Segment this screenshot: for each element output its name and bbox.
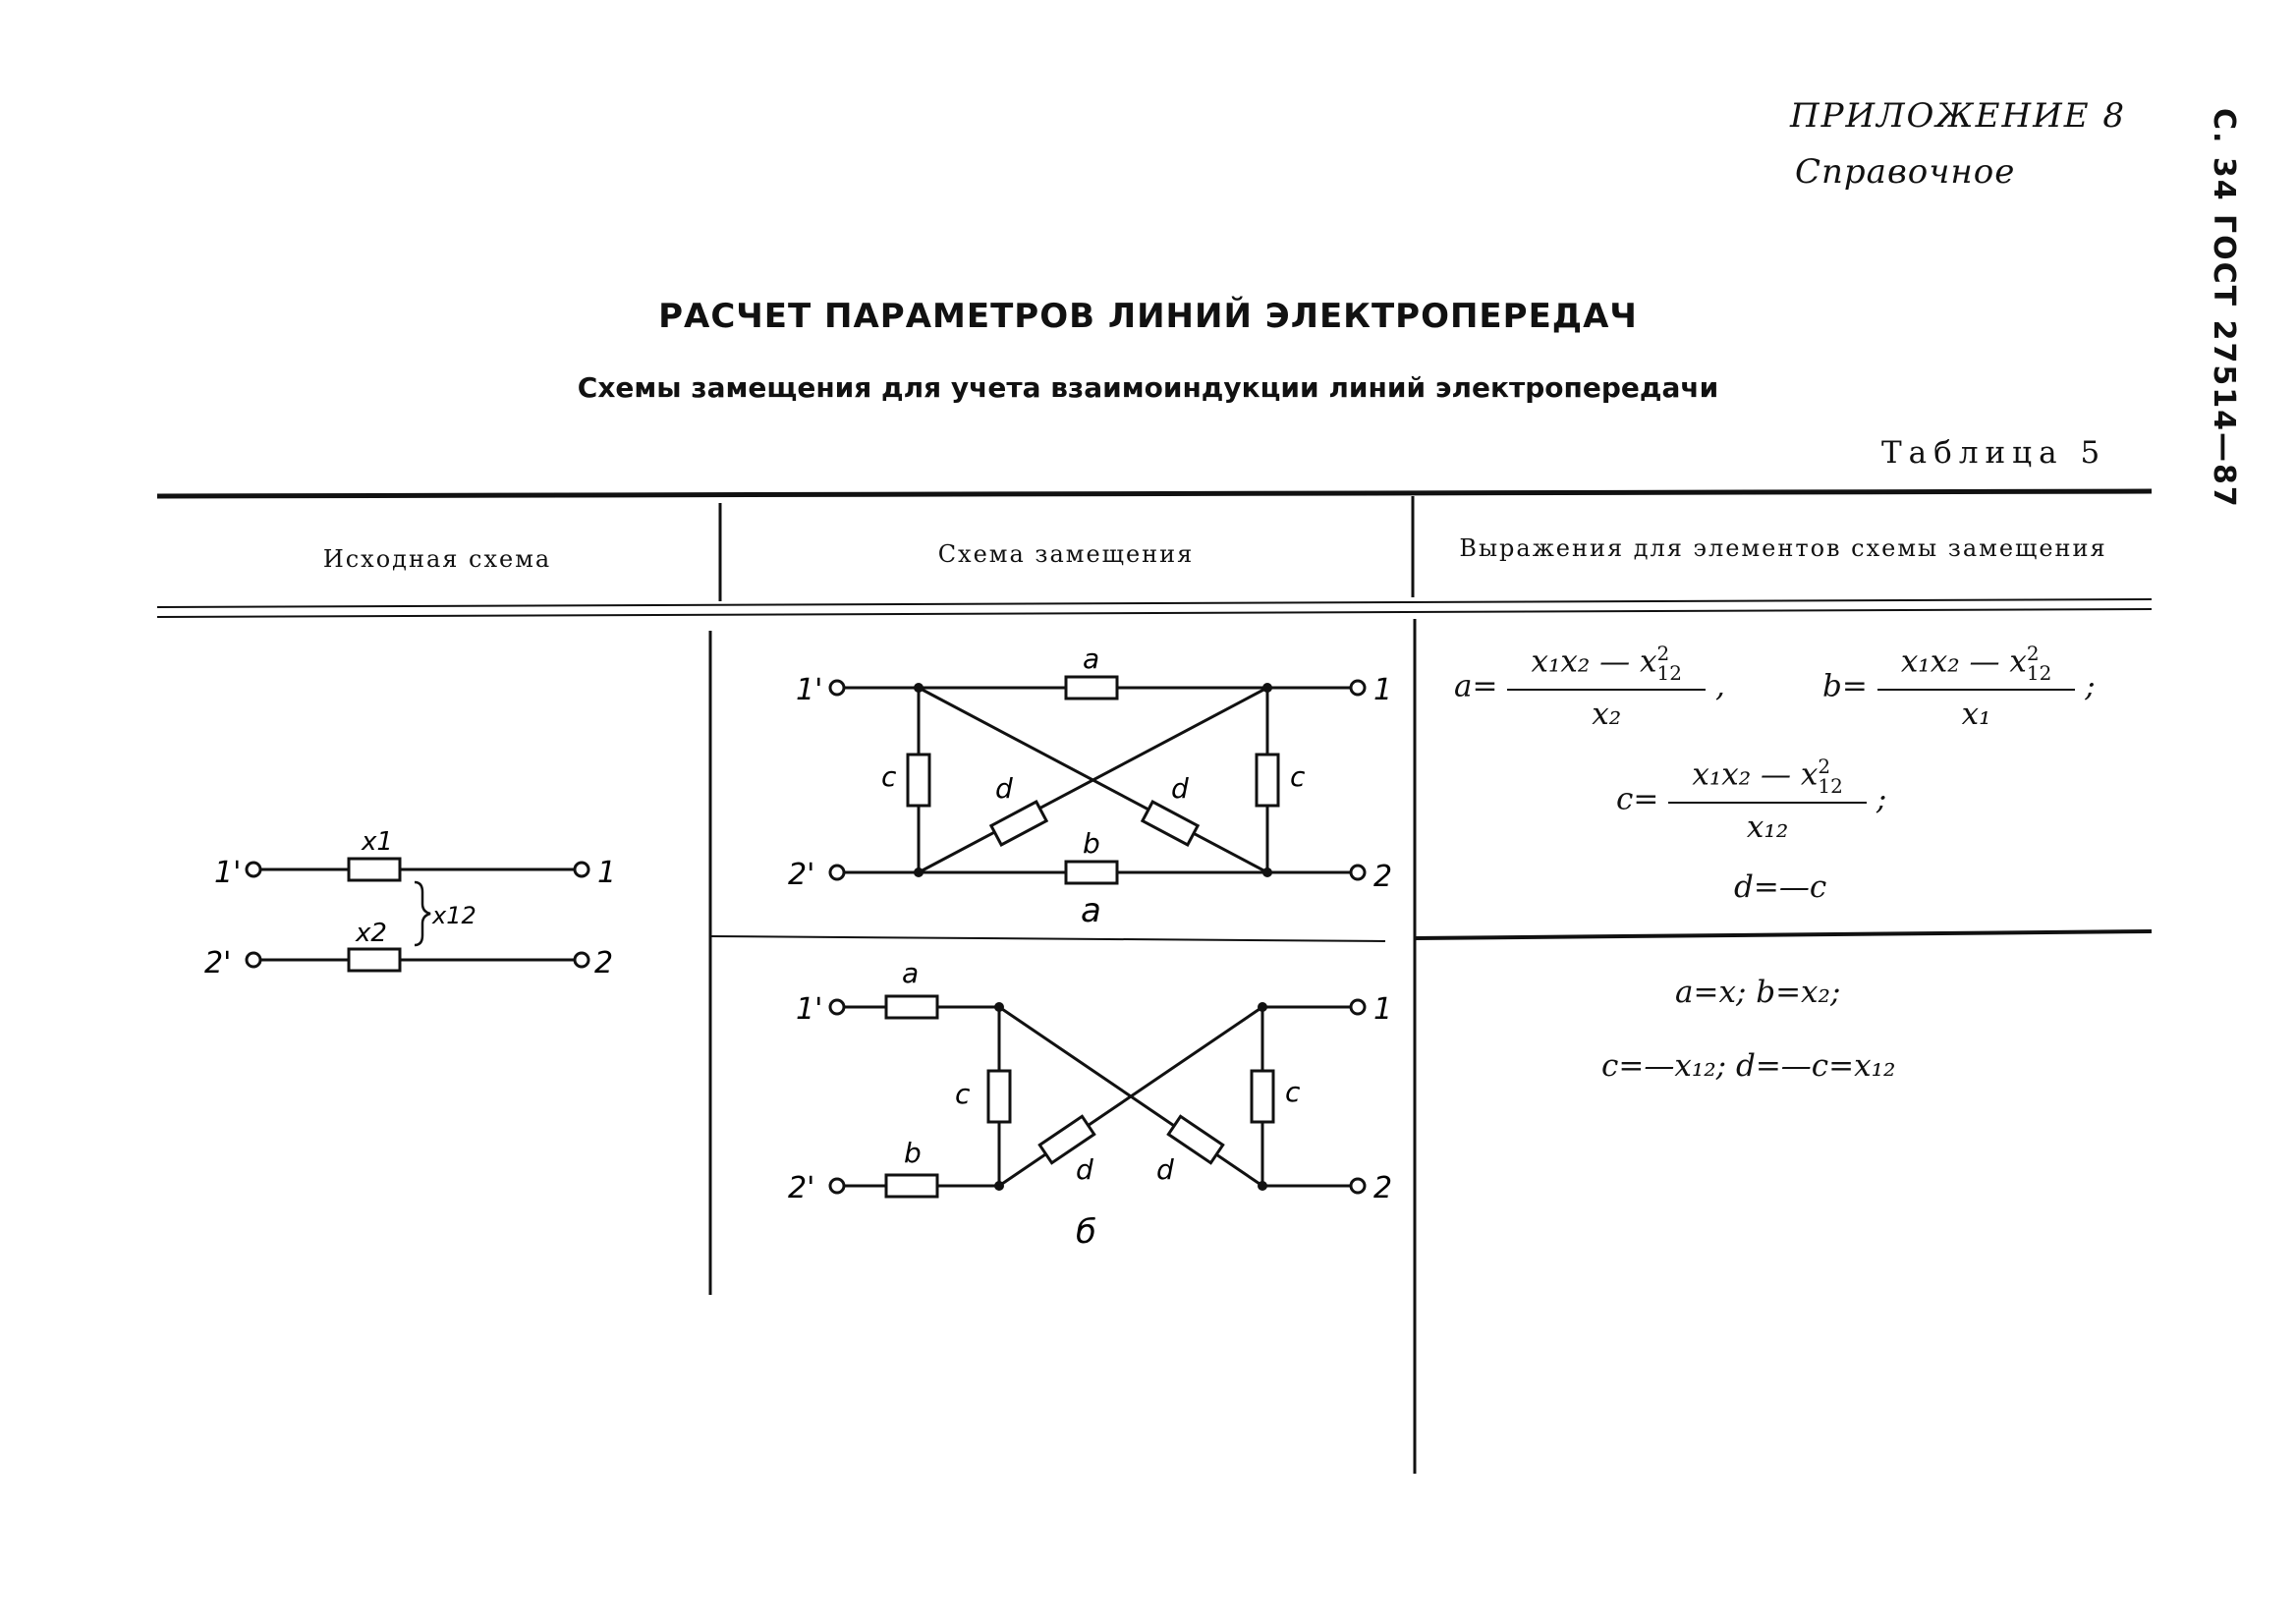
expr-b-num-sub: 12 [2026, 661, 2052, 685]
original-node-2p: 2' [204, 946, 231, 980]
expr-c-den: x₁₂ [1746, 810, 1789, 845]
expr-a-comma: , [1714, 668, 1725, 704]
original-node-1: 1 [597, 856, 616, 890]
scheme-a-label-d-left: d [995, 772, 1013, 805]
scheme-a-label-d-right: d [1171, 772, 1189, 805]
expr-a-num: x₁x₂ — x [1531, 644, 1657, 680]
scheme-a-label-c-right: c [1290, 760, 1306, 793]
scheme-a-label-b: b [1083, 827, 1100, 860]
scheme-a-caption: а [1081, 891, 1101, 930]
expr-d: d=—c [1734, 869, 1827, 905]
scheme-b-label-d-right: d [1156, 1153, 1174, 1186]
scheme-b-label-d-left: d [1076, 1153, 1093, 1186]
page-side-label: С. 34 ГОСТ 27514—87 [2207, 108, 2241, 509]
expr-b-line1: a=x; b=x₂; [1675, 975, 1841, 1010]
scheme-b-node-1: 1 [1373, 992, 1392, 1027]
expr-a-den: x₂ [1592, 697, 1622, 732]
column-header-equivalent: Схема замещения [937, 540, 1195, 568]
page-subtitle: Схемы замещения для учета взаимоиндукции… [577, 371, 1719, 404]
scheme-a-node-1: 1 [1373, 673, 1392, 707]
appendix-label: ПРИЛОЖЕНИЕ 8 [1790, 96, 2127, 136]
scheme-a-node-2p: 2' [788, 858, 814, 892]
expr-b-num: x₁x₂ — x [1900, 644, 2027, 680]
original-node-2: 2 [594, 946, 613, 980]
expr-b-lhs: b= [1822, 668, 1868, 704]
equivalent-scheme-b-diagram: 1' 1 2' 2 a b c c d d б [788, 957, 1392, 1252]
reference-label: Справочное [1795, 152, 2016, 192]
original-scheme-diagram: 1' 1 2' 2 x1 x2 x12 [204, 827, 616, 980]
scheme-b-node-2p: 2' [788, 1171, 814, 1205]
expr-c-num-sub: 12 [1818, 774, 1843, 798]
scheme-b-label-b: b [904, 1137, 922, 1169]
scheme-b-label-c-left: c [955, 1078, 971, 1110]
column-header-original: Исходная схема [322, 545, 552, 573]
scheme-a-label-a: a [1083, 643, 1099, 675]
scheme-b-label-c-right: c [1285, 1076, 1301, 1108]
expr-c-num-sup: 2 [1818, 755, 1831, 778]
page-title: РАСЧЕТ ПАРАМЕТРОВ ЛИНИЙ ЭЛЕКТРОПЕРЕДАЧ [658, 297, 1638, 336]
scheme-a-node-2: 2 [1373, 860, 1392, 894]
expr-c-semicolon: ; [1876, 781, 1887, 817]
expr-b-semicolon: ; [2085, 668, 2096, 704]
scheme-b-node-2: 2 [1373, 1171, 1392, 1205]
equivalent-scheme-a-diagram: 1' 1 2' 2 a b c c d d а [788, 643, 1392, 930]
expr-c-lhs: c= [1616, 781, 1659, 817]
expr-c-num: x₁x₂ — x [1692, 756, 1819, 793]
expr-b-num-sup: 2 [2026, 642, 2040, 665]
expr-b-line2: c=—x₁₂; d=—c=x₁₂ [1601, 1048, 1896, 1084]
scheme-b-caption: б [1076, 1212, 1096, 1252]
column-header-expressions: Выражения для элементов схемы замещения [1459, 534, 2107, 562]
scheme-a-label-c-left: c [881, 760, 897, 793]
scheme-a-node-1p: 1' [796, 673, 822, 707]
scheme-b-node-1p: 1' [796, 992, 822, 1027]
original-label-x1: x1 [361, 827, 393, 857]
table-label: Таблица 5 [1881, 435, 2107, 471]
original-label-x2: x2 [355, 919, 387, 948]
scheme-b-label-a: a [902, 957, 919, 989]
expr-b-den: x₁ [1961, 697, 1991, 732]
expr-a-num-sub: 12 [1656, 661, 1682, 685]
original-node-1p: 1' [214, 856, 241, 890]
expr-a-lhs: a= [1454, 668, 1498, 704]
original-label-x12: x12 [431, 902, 476, 929]
expr-a-num-sup: 2 [1656, 642, 1670, 665]
